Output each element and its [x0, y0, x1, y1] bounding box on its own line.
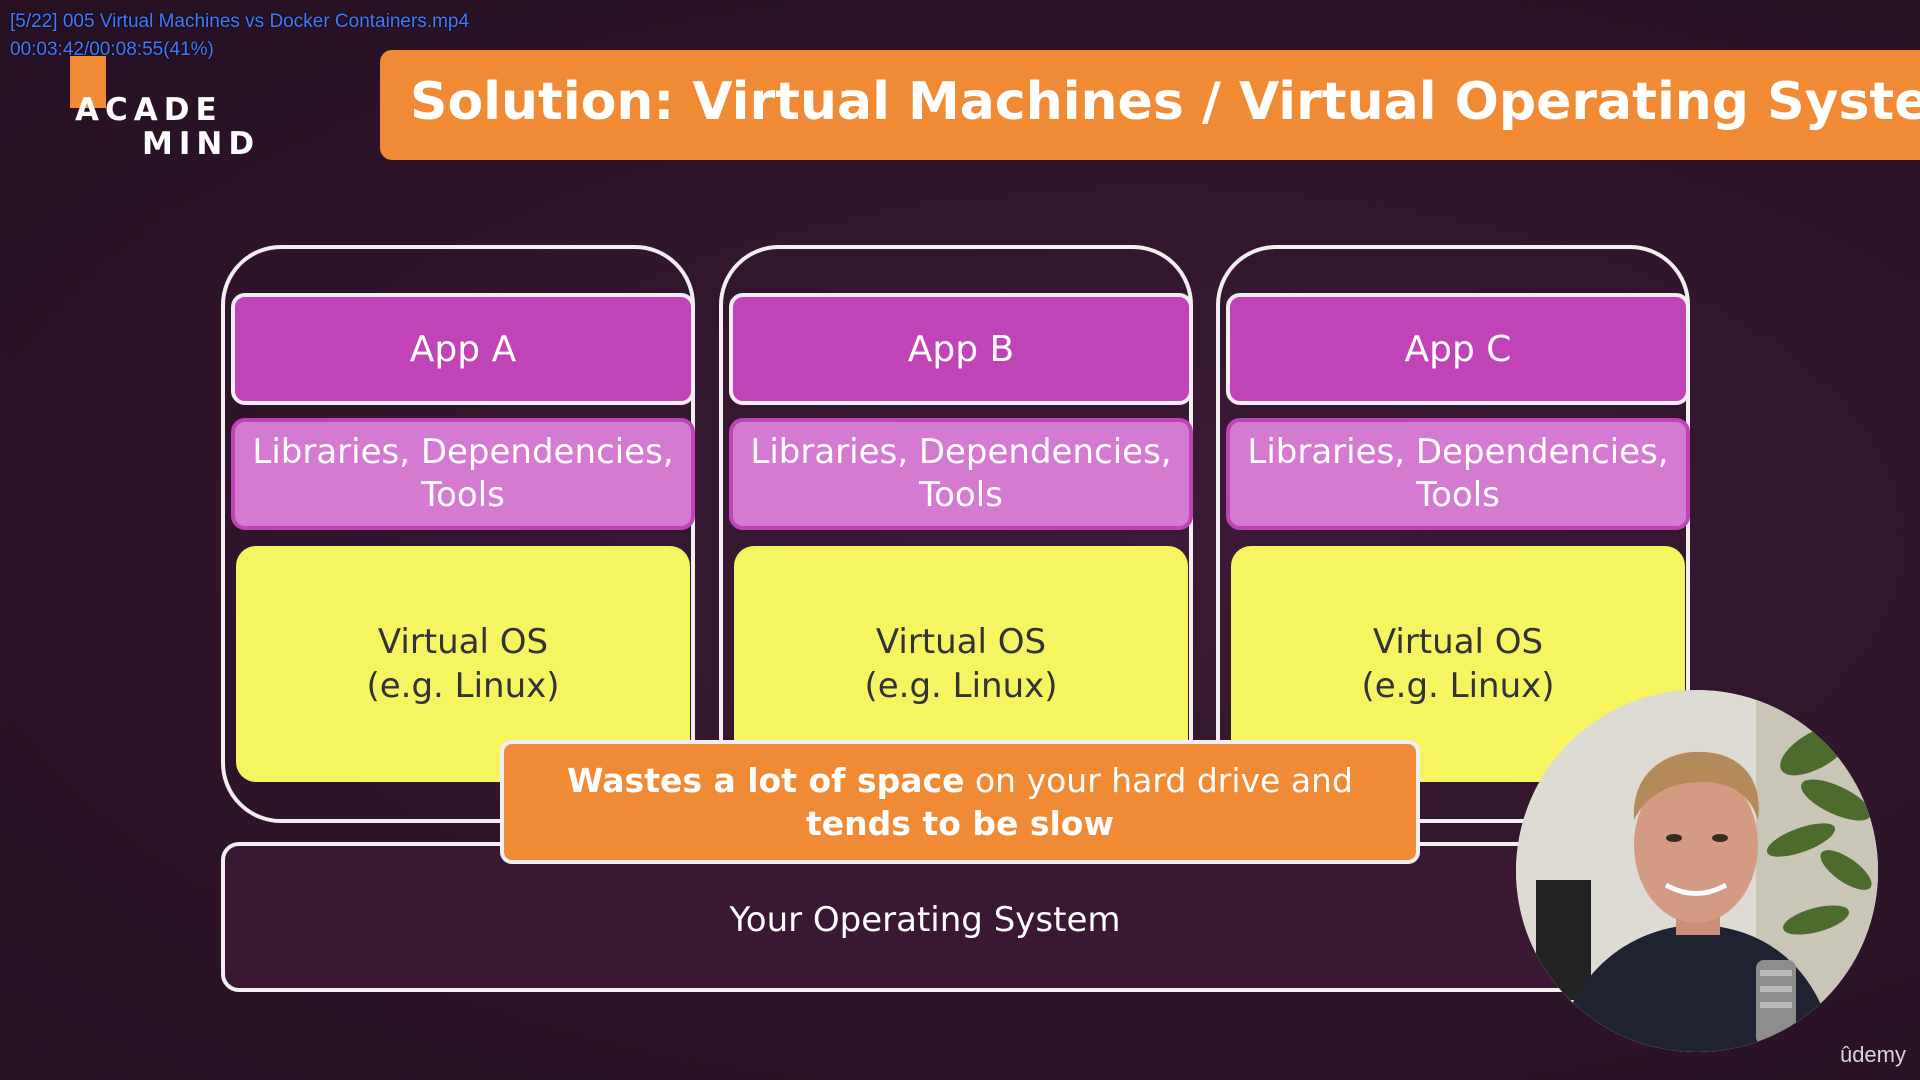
logo-line1: ACADE	[75, 92, 223, 128]
libraries-line1: Libraries, Dependencies,	[252, 432, 674, 472]
callout-bold-1: Wastes a lot of space	[567, 761, 965, 800]
callout-text: on your hard drive and	[964, 761, 1353, 800]
warning-callout: Wastes a lot of space on your hard drive…	[500, 740, 1420, 864]
host-operating-system-block: Your Operating System	[221, 842, 1621, 992]
libraries-block-b: Libraries, Dependencies,Tools	[729, 418, 1193, 530]
app-block-c: App C	[1226, 293, 1690, 405]
video-timecode: 00:03:42/00:08:55(41%)	[10, 39, 214, 60]
logo-line2: MIND	[142, 126, 261, 162]
virtual-os-line1: Virtual OS	[875, 622, 1047, 662]
libraries-line1: Libraries, Dependencies,	[1247, 432, 1669, 472]
libraries-line2: Tools	[1416, 475, 1500, 515]
presenter-image	[1516, 690, 1878, 1052]
academind-logo: ACADE MIND	[70, 56, 254, 162]
virtual-os-line2: (e.g. Linux)	[366, 666, 560, 706]
app-block-a: App A	[231, 293, 695, 405]
virtual-os-line1: Virtual OS	[377, 622, 549, 662]
virtual-os-line1: Virtual OS	[1372, 622, 1544, 662]
libraries-block-a: Libraries, Dependencies,Tools	[231, 418, 695, 530]
vm-container-c	[1216, 245, 1690, 823]
slide-title-bar: Solution: Virtual Machines / Virtual Ope…	[380, 50, 1920, 160]
libraries-line2: Tools	[421, 475, 505, 515]
slide-title: Solution: Virtual Machines / Virtual Ope…	[410, 72, 1920, 132]
libraries-block-c: Libraries, Dependencies,Tools	[1226, 418, 1690, 530]
callout-bold-2: tends to be slow	[806, 804, 1114, 843]
app-block-b: App B	[729, 293, 1193, 405]
video-file-title: [5/22] 005 Virtual Machines vs Docker Co…	[10, 11, 470, 32]
presenter-webcam	[1516, 690, 1878, 1052]
logo-flag-icon	[70, 56, 106, 108]
libraries-line2: Tools	[919, 475, 1003, 515]
virtual-os-line2: (e.g. Linux)	[864, 666, 1058, 706]
udemy-watermark: ûdemy	[1839, 1042, 1906, 1067]
vm-container-a	[221, 245, 695, 823]
host-os-label: Your Operating System	[729, 900, 1121, 940]
libraries-line1: Libraries, Dependencies,	[750, 432, 1172, 472]
virtual-os-line2: (e.g. Linux)	[1361, 666, 1555, 706]
